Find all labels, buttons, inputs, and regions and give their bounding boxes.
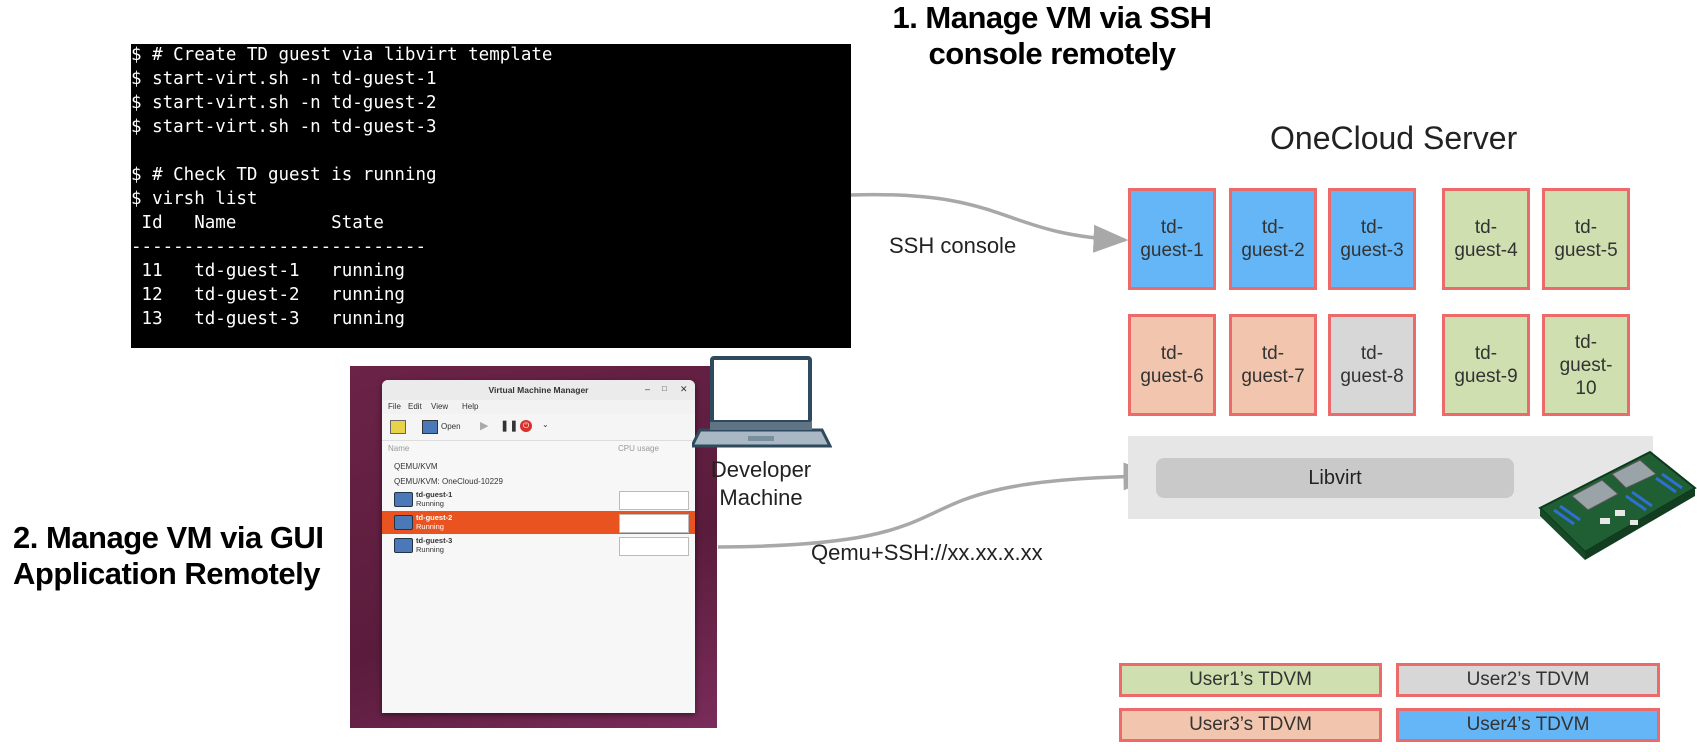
vm-td-guest-2: td-guest-2 (1229, 188, 1317, 290)
menu-help[interactable]: Help (462, 402, 479, 411)
legend-user2: User2’s TDVM (1396, 663, 1660, 697)
vm-row-td-guest-3[interactable]: td-guest-3 Running (390, 534, 689, 557)
vm-td-guest-7: td-guest-7 (1229, 314, 1317, 416)
vm-monitor-icon (394, 492, 413, 507)
vm-td-guest-6: td-guest-6 (1128, 314, 1216, 416)
terminal-line: $ start-virt.sh -n td-guest-1 (131, 69, 437, 89)
vm-row-state: Running (416, 545, 444, 554)
play-icon[interactable]: ▶ (480, 420, 489, 432)
terminal-line: 13 td-guest-3 running (131, 309, 405, 329)
cpu-usage-graph (619, 537, 689, 556)
open-button[interactable]: Open (441, 422, 461, 431)
terminal-line: Id Name State (131, 213, 384, 233)
minimize-icon[interactable]: – (645, 384, 651, 394)
gui-heading-line2: Application Remotely (13, 556, 320, 591)
vm-td-guest-8: td-guest-8 (1328, 314, 1416, 416)
virt-manager-window: Virtual Machine Manager – □ ✕ File Edit … (382, 380, 695, 713)
menu-file[interactable]: File (388, 402, 401, 411)
terminal-line: $ start-virt.sh -n td-guest-3 (131, 117, 437, 137)
legend-user4: User4’s TDVM (1396, 708, 1660, 742)
menu-edit[interactable]: Edit (408, 402, 422, 411)
column-cpu-usage[interactable]: CPU usage (618, 444, 659, 453)
maximize-icon[interactable]: □ (662, 384, 667, 393)
server-board-icon (1538, 450, 1697, 560)
vm-td-guest-9: td-guest-9 (1442, 314, 1530, 416)
vm-monitor-icon (394, 538, 413, 553)
pause-icon[interactable]: ❚❚ (500, 420, 519, 432)
vm-monitor-icon (394, 515, 413, 530)
close-icon[interactable]: ✕ (680, 384, 688, 394)
developer-label-line1: Developer (710, 457, 812, 482)
menu-bar: File Edit View Help (382, 400, 695, 414)
gui-heading: 2. Manage VM via GUI Application Remotel… (13, 520, 358, 592)
vm-row-td-guest-2[interactable]: td-guest-2 Running (382, 511, 695, 534)
cpu-usage-graph (619, 514, 689, 533)
vm-row-name: td-guest-2 (416, 513, 453, 522)
legend-user1: User1’s TDVM (1119, 663, 1382, 697)
vm-td-guest-1: td-guest-1 (1128, 188, 1216, 290)
terminal-line: $ start-virt.sh -n td-guest-2 (131, 93, 437, 113)
terminal-line: ---------------------------- (131, 237, 427, 257)
ssh-heading-line2: console remotely (928, 36, 1176, 71)
vm-row-name: td-guest-1 (416, 490, 453, 499)
ssh-connector (850, 192, 1129, 253)
terminal-line: 12 td-guest-2 running (131, 285, 405, 305)
ssh-heading-line1: 1. Manage VM via SSH (892, 0, 1212, 35)
vm-row-td-guest-1[interactable]: td-guest-1 Running (390, 488, 689, 511)
toolbar: Open ▶ ❚❚ ⏻ ⌄ (382, 414, 695, 441)
qemu-connector (717, 462, 1159, 549)
connection-qemu-kvm[interactable]: QEMU/KVM (394, 462, 438, 471)
developer-label-line2: Machine (719, 485, 803, 510)
cpu-usage-graph (619, 491, 689, 510)
vm-td-guest-4: td-guest-4 (1442, 188, 1530, 290)
terminal-line: $ # Create TD guest via libvirt template (131, 45, 553, 65)
terminal-line: $ virsh list (131, 189, 258, 209)
gui-heading-line1: 2. Manage VM via GUI (13, 520, 324, 555)
ssh-heading: 1. Manage VM via SSH console remotely (872, 0, 1232, 72)
developer-machine-label: Developer Machine (672, 456, 850, 512)
column-name[interactable]: Name (388, 444, 410, 453)
ssh-terminal: $ # Create TD guest via libvirt template… (131, 44, 851, 348)
vm-td-guest-5: td-guest-5 (1542, 188, 1630, 290)
laptop-icon (692, 356, 832, 448)
vm-row-state: Running (416, 499, 444, 508)
connection-onecloud[interactable]: QEMU/KVM: OneCloud-10229 (394, 477, 503, 486)
ssh-console-label: SSH console (889, 233, 1017, 258)
chevron-down-icon[interactable]: ⌄ (542, 420, 549, 429)
menu-view[interactable]: View (431, 402, 449, 411)
vm-td-guest-10: td-guest-10 (1542, 314, 1630, 416)
server-title: OneCloud Server (1270, 120, 1518, 156)
vm-row-state: Running (416, 522, 444, 531)
legend-user3: User3’s TDVM (1119, 708, 1382, 742)
vm-row-name: td-guest-3 (416, 536, 453, 545)
monitor-icon[interactable] (422, 420, 438, 434)
terminal-line: $ # Check TD guest is running (131, 165, 437, 185)
vm-td-guest-3: td-guest-3 (1328, 188, 1416, 290)
libvirt-box: Libvirt (1156, 458, 1514, 498)
qemu-ssh-label: Qemu+SSH://xx.xx.x.xx (811, 540, 1043, 565)
terminal-line: 11 td-guest-1 running (131, 261, 405, 281)
window-title: Virtual Machine Manager (382, 380, 695, 400)
shutdown-icon[interactable]: ⏻ (520, 420, 532, 432)
new-vm-icon[interactable] (390, 420, 406, 434)
